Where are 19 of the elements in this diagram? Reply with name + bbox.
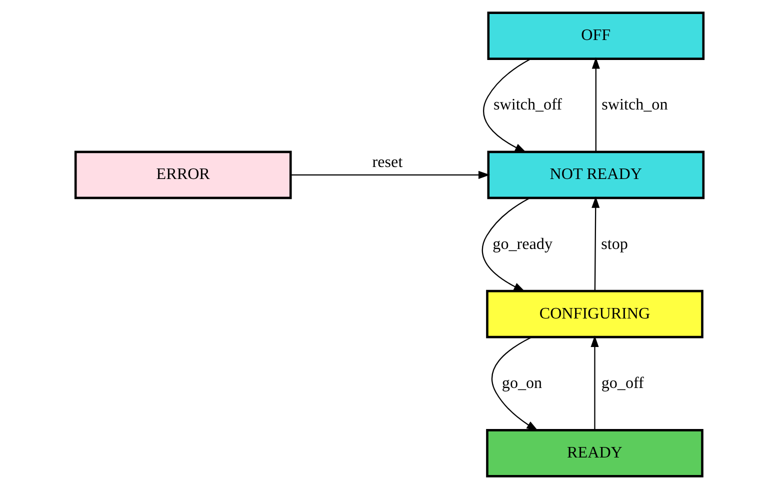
node-box: NOT READY [486, 150, 704, 200]
edge-label: stop [600, 236, 628, 253]
arrow [491, 336, 538, 431]
arrow [591, 196, 600, 291]
node-box: OFF [486, 12, 704, 60]
edge-label: reset [372, 154, 402, 172]
arrow [591, 57, 600, 152]
arrow [482, 58, 530, 153]
edge-label: go_on [501, 374, 542, 392]
arrow [590, 335, 598, 430]
edge-label: go_off [600, 374, 644, 392]
edge-label: go_ready [492, 236, 552, 253]
node-box: CONFIGURING [486, 290, 703, 338]
arrow [290, 170, 490, 179]
node-box: READY [486, 429, 703, 478]
edge-label: switch_off [493, 96, 562, 114]
edge-label: switch_on [601, 96, 668, 114]
arrow [481, 198, 530, 292]
node-box: ERROR [74, 150, 292, 200]
